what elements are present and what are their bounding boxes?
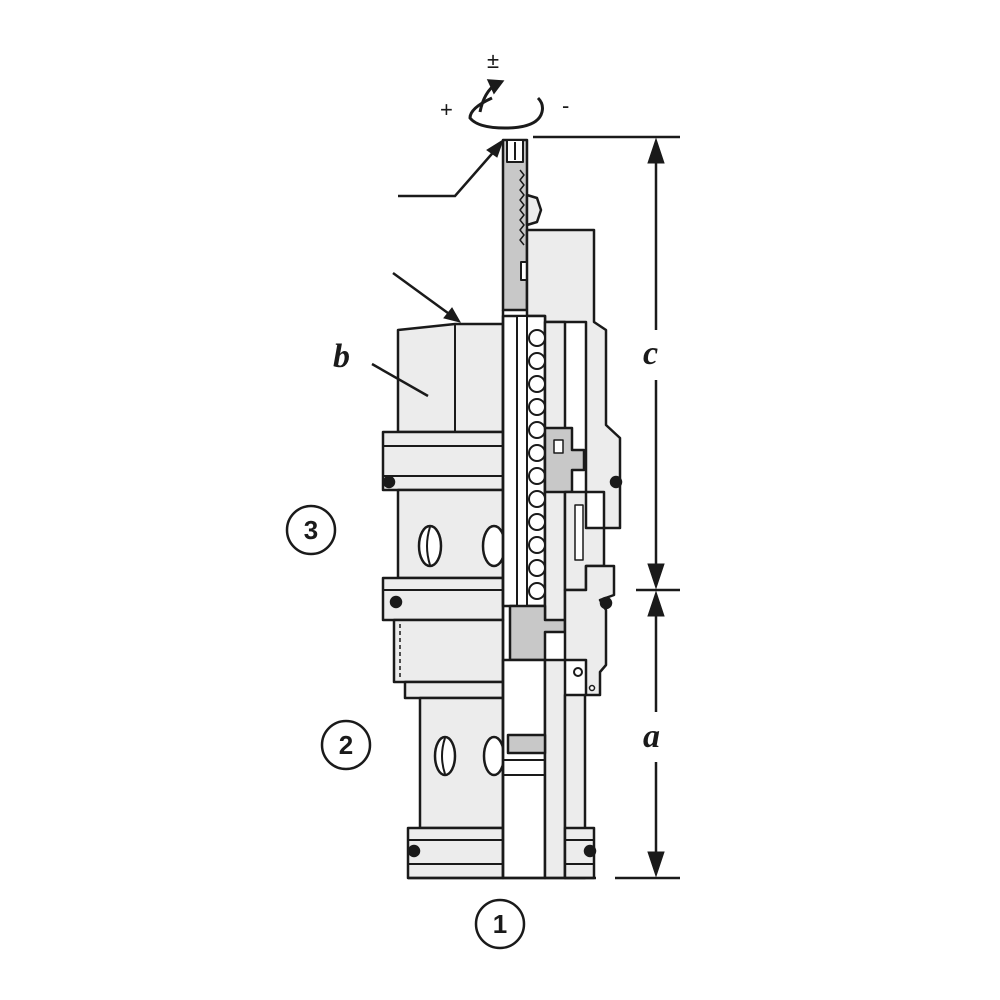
threaded-section (392, 618, 505, 684)
plusminus-sign: ± (487, 48, 499, 73)
leader-line-adjust-screw (398, 147, 498, 198)
decrease-sign: - (562, 93, 569, 118)
o-ring (609, 475, 623, 489)
port-2-callout: 2 (320, 719, 372, 771)
upper-collar (381, 430, 505, 492)
valve-exterior-left (381, 322, 507, 880)
port2-hole-left (433, 735, 457, 777)
o-ring (407, 844, 421, 858)
middle-collar (381, 576, 505, 622)
arrowhead-icon (486, 138, 504, 158)
rotation-arrow-icon (468, 79, 544, 130)
o-ring (599, 596, 613, 610)
leader-line-hex (392, 271, 453, 318)
port3-hole-left (417, 524, 443, 568)
o-ring (389, 595, 403, 609)
leader-line-b (371, 362, 429, 398)
dim-arrow-icon (647, 137, 665, 164)
check-ball (573, 667, 583, 677)
lock-nut (525, 193, 543, 227)
port-3-callout: 3 (285, 504, 337, 556)
dimension-label-a: a (643, 718, 660, 755)
spool-land (506, 733, 547, 755)
port-1-number: 1 (493, 909, 507, 939)
port2-hole-right (482, 735, 506, 777)
dim-arrow-icon (647, 590, 665, 617)
spring (528, 329, 546, 600)
spring-seat-upper (543, 426, 586, 494)
valve-section-right (501, 138, 623, 880)
bottom-collar (406, 826, 505, 880)
port-2-number: 2 (339, 730, 353, 760)
port3-hole-right (481, 524, 507, 568)
port-3-number: 3 (304, 515, 318, 545)
step-ring (403, 680, 505, 700)
hex-nut (396, 322, 505, 434)
lower-housing (563, 564, 616, 697)
arrowhead-icon (443, 307, 462, 323)
increase-sign: + (440, 97, 453, 122)
port-1-callout: 1 (474, 898, 526, 950)
o-ring (583, 844, 597, 858)
dim-arrow-icon (647, 851, 665, 878)
o-ring (382, 475, 396, 489)
dimension-label-b: b (333, 338, 350, 375)
spool (501, 658, 547, 880)
dimension-label-c: c (643, 335, 658, 372)
dim-arrow-icon (647, 563, 665, 590)
spring-guide (516, 315, 528, 617)
